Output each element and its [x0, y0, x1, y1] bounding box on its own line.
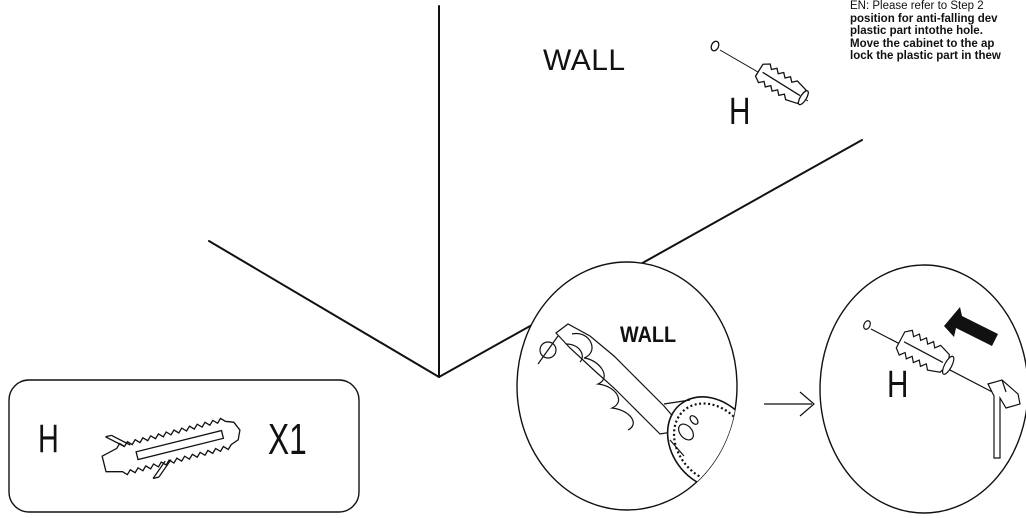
- wall-plug-part-icon: [101, 417, 241, 480]
- room-corner-lines: [208, 5, 863, 378]
- arrow-right-icon: [764, 391, 815, 417]
- instruction-line-5: lock the plastic part in thew: [850, 50, 1001, 62]
- bracket-icon: [987, 379, 1021, 459]
- floor-left-edge: [208, 240, 440, 378]
- instruction-line-1: EN: Please refer to Step 2: [850, 0, 984, 12]
- push-arrow-icon: [944, 307, 998, 346]
- parts-box: [8, 379, 360, 513]
- parts-box-quantity: X1: [268, 415, 307, 464]
- parts-box-part-label: H: [38, 417, 59, 461]
- wall-plug-detail-icon: [895, 329, 955, 375]
- part-label-detail: H: [887, 364, 909, 406]
- instruction-line-3: plastic part intothe hole.: [850, 25, 983, 37]
- instruction-line-2: position for anti-falling dev: [850, 12, 998, 25]
- part-label-main: H: [729, 91, 751, 133]
- wall-label-detail: WALL: [620, 322, 677, 347]
- wall-plug-icon: [754, 63, 809, 106]
- instruction-text: EN: Please refer to Step 2 position for …: [850, 0, 1026, 115]
- floor-right-edge: [438, 139, 863, 378]
- instruction-line-4: Move the cabinet to the ap: [850, 37, 995, 50]
- wall-hole-icon: [710, 40, 720, 52]
- insert-hole-icon: [863, 320, 871, 330]
- detail-drill-circle: [516, 261, 738, 511]
- diameter-symbol-icon: [537, 335, 559, 365]
- wall-label: WALL: [543, 44, 626, 77]
- detail-insert-circle: [819, 264, 1026, 514]
- main-hole-and-anchor: [710, 40, 809, 106]
